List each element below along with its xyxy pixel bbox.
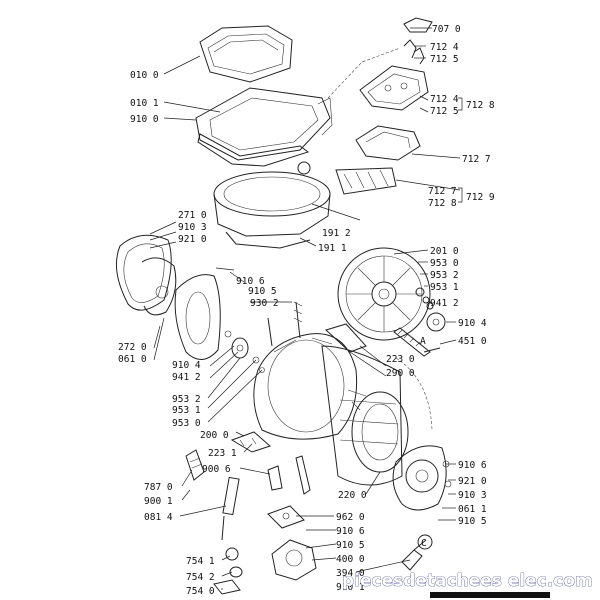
- label-7127b: 712 7: [428, 186, 457, 197]
- label-9531: 953 1: [172, 405, 201, 416]
- label-4510: 451 0: [458, 336, 487, 347]
- valve-part: [185, 449, 205, 481]
- label-1911: 191 1: [318, 243, 347, 254]
- dispenser-guide-line: [327, 47, 401, 99]
- pump-part: [271, 539, 317, 581]
- callout-c-marker: C: [417, 534, 433, 550]
- svg-text:A: A: [420, 336, 426, 347]
- label-9105b: 910 5: [336, 540, 365, 551]
- watermark-text: piecesdetachees elec.com: [342, 571, 593, 591]
- label-9001: 900 1: [144, 496, 173, 507]
- rear-flange-part: [337, 247, 431, 341]
- label-1912: 191 2: [322, 228, 351, 239]
- dispenser-drawer-part: [355, 125, 421, 161]
- label-7127: 712 7: [462, 154, 491, 165]
- part-number-labels: 707 0 712 4 712 5 712 4 712 5 712 8 712 …: [118, 24, 495, 597]
- label-9105: 910 5: [248, 286, 277, 297]
- bracket-part: [267, 505, 305, 529]
- spring-part: [267, 301, 303, 347]
- label-7125b: 712 5: [430, 106, 459, 117]
- label-9620: 962 0: [336, 512, 365, 523]
- tub-bottom-part: [225, 231, 311, 249]
- label-9100: 910 0: [130, 114, 159, 125]
- label-2010: 201 0: [430, 246, 459, 257]
- label-9103: 910 3: [178, 222, 207, 233]
- top-frame-part: [195, 87, 333, 161]
- label-7124b: 712 4: [430, 94, 459, 105]
- label-9210: 921 0: [178, 234, 207, 245]
- watermark-underline: [430, 592, 550, 598]
- label-0611: 061 1: [458, 504, 487, 515]
- label-0610: 061 0: [118, 354, 147, 365]
- label-7124: 712 4: [430, 42, 459, 53]
- dispenser-grille-part: [335, 167, 397, 195]
- tub-ring-part: [213, 161, 331, 237]
- label-9105r: 910 5: [458, 516, 487, 527]
- label-9210r: 921 0: [458, 476, 487, 487]
- frame-rim-part: [197, 133, 310, 167]
- label-9106: 910 6: [236, 276, 265, 287]
- lid-cover-part: [199, 25, 293, 83]
- label-2900: 290 0: [386, 368, 415, 379]
- callout-letter: C: [421, 538, 427, 549]
- label-9530: 953 0: [172, 418, 201, 429]
- filter-part: [213, 547, 243, 595]
- label-9412: 941 2: [172, 372, 201, 383]
- label-9103r: 910 3: [458, 490, 487, 501]
- label-9106r: 910 6: [458, 460, 487, 471]
- drain-hose-part: [401, 539, 427, 571]
- label-0101: 010 1: [130, 98, 159, 109]
- label-7870: 787 0: [144, 482, 173, 493]
- label-9104: 910 4: [172, 360, 201, 371]
- label-9530r: 953 0: [430, 258, 459, 269]
- label-0100: 010 0: [130, 70, 159, 81]
- label-3940: 394 0: [336, 568, 365, 579]
- label-2231: 223 1: [208, 448, 237, 459]
- label-0814: 081 4: [144, 512, 173, 523]
- label-2000: 200 0: [200, 430, 229, 441]
- switch-part: [403, 17, 433, 33]
- label-7125: 712 5: [430, 54, 459, 65]
- label-9531r: 953 1: [430, 282, 459, 293]
- bearing-right-part: [415, 287, 446, 332]
- label-9532: 953 2: [172, 394, 201, 405]
- bearing-left-part: [224, 330, 265, 373]
- label-2230: 223 0: [386, 354, 415, 365]
- tub-front-half-part: [253, 333, 358, 440]
- leader-lines: [149, 27, 463, 590]
- door-seal-part: [115, 234, 172, 311]
- shock-absorber-part: [221, 476, 240, 541]
- front-panel-part: [174, 274, 221, 360]
- hose-pieces-part: [403, 39, 425, 65]
- label-9006: 900 6: [202, 464, 231, 475]
- label-9106b: 910 6: [336, 526, 365, 537]
- label-7070: 707 0: [432, 24, 461, 35]
- flange-guide-line: [395, 357, 433, 431]
- label-2720: 272 0: [118, 342, 147, 353]
- label-4000: 400 0: [336, 554, 365, 565]
- brace-left-part: [325, 323, 367, 353]
- label-7541: 754 1: [186, 556, 215, 567]
- label-2710: 271 0: [178, 210, 207, 221]
- label-7128: 712 8: [466, 100, 495, 111]
- label-9302: 930 2: [250, 298, 279, 309]
- label-9532r: 953 2: [430, 270, 459, 281]
- hose-part: [267, 455, 311, 495]
- label-7128b: 712 8: [428, 198, 457, 209]
- label-9104r: 910 4: [458, 318, 487, 329]
- label-7542: 754 2: [186, 572, 215, 583]
- tub-bracket-part: [230, 431, 271, 453]
- label-9412r: 941 2: [430, 298, 459, 309]
- label-7129: 712 9: [466, 192, 495, 203]
- dispenser-housing-part: [359, 65, 429, 111]
- heater-part: A: [393, 327, 441, 357]
- label-7540: 754 0: [186, 586, 215, 597]
- door-ring-part: [141, 257, 177, 316]
- label-2200: 220 0: [338, 490, 367, 501]
- label-9101: 910 1: [336, 582, 365, 593]
